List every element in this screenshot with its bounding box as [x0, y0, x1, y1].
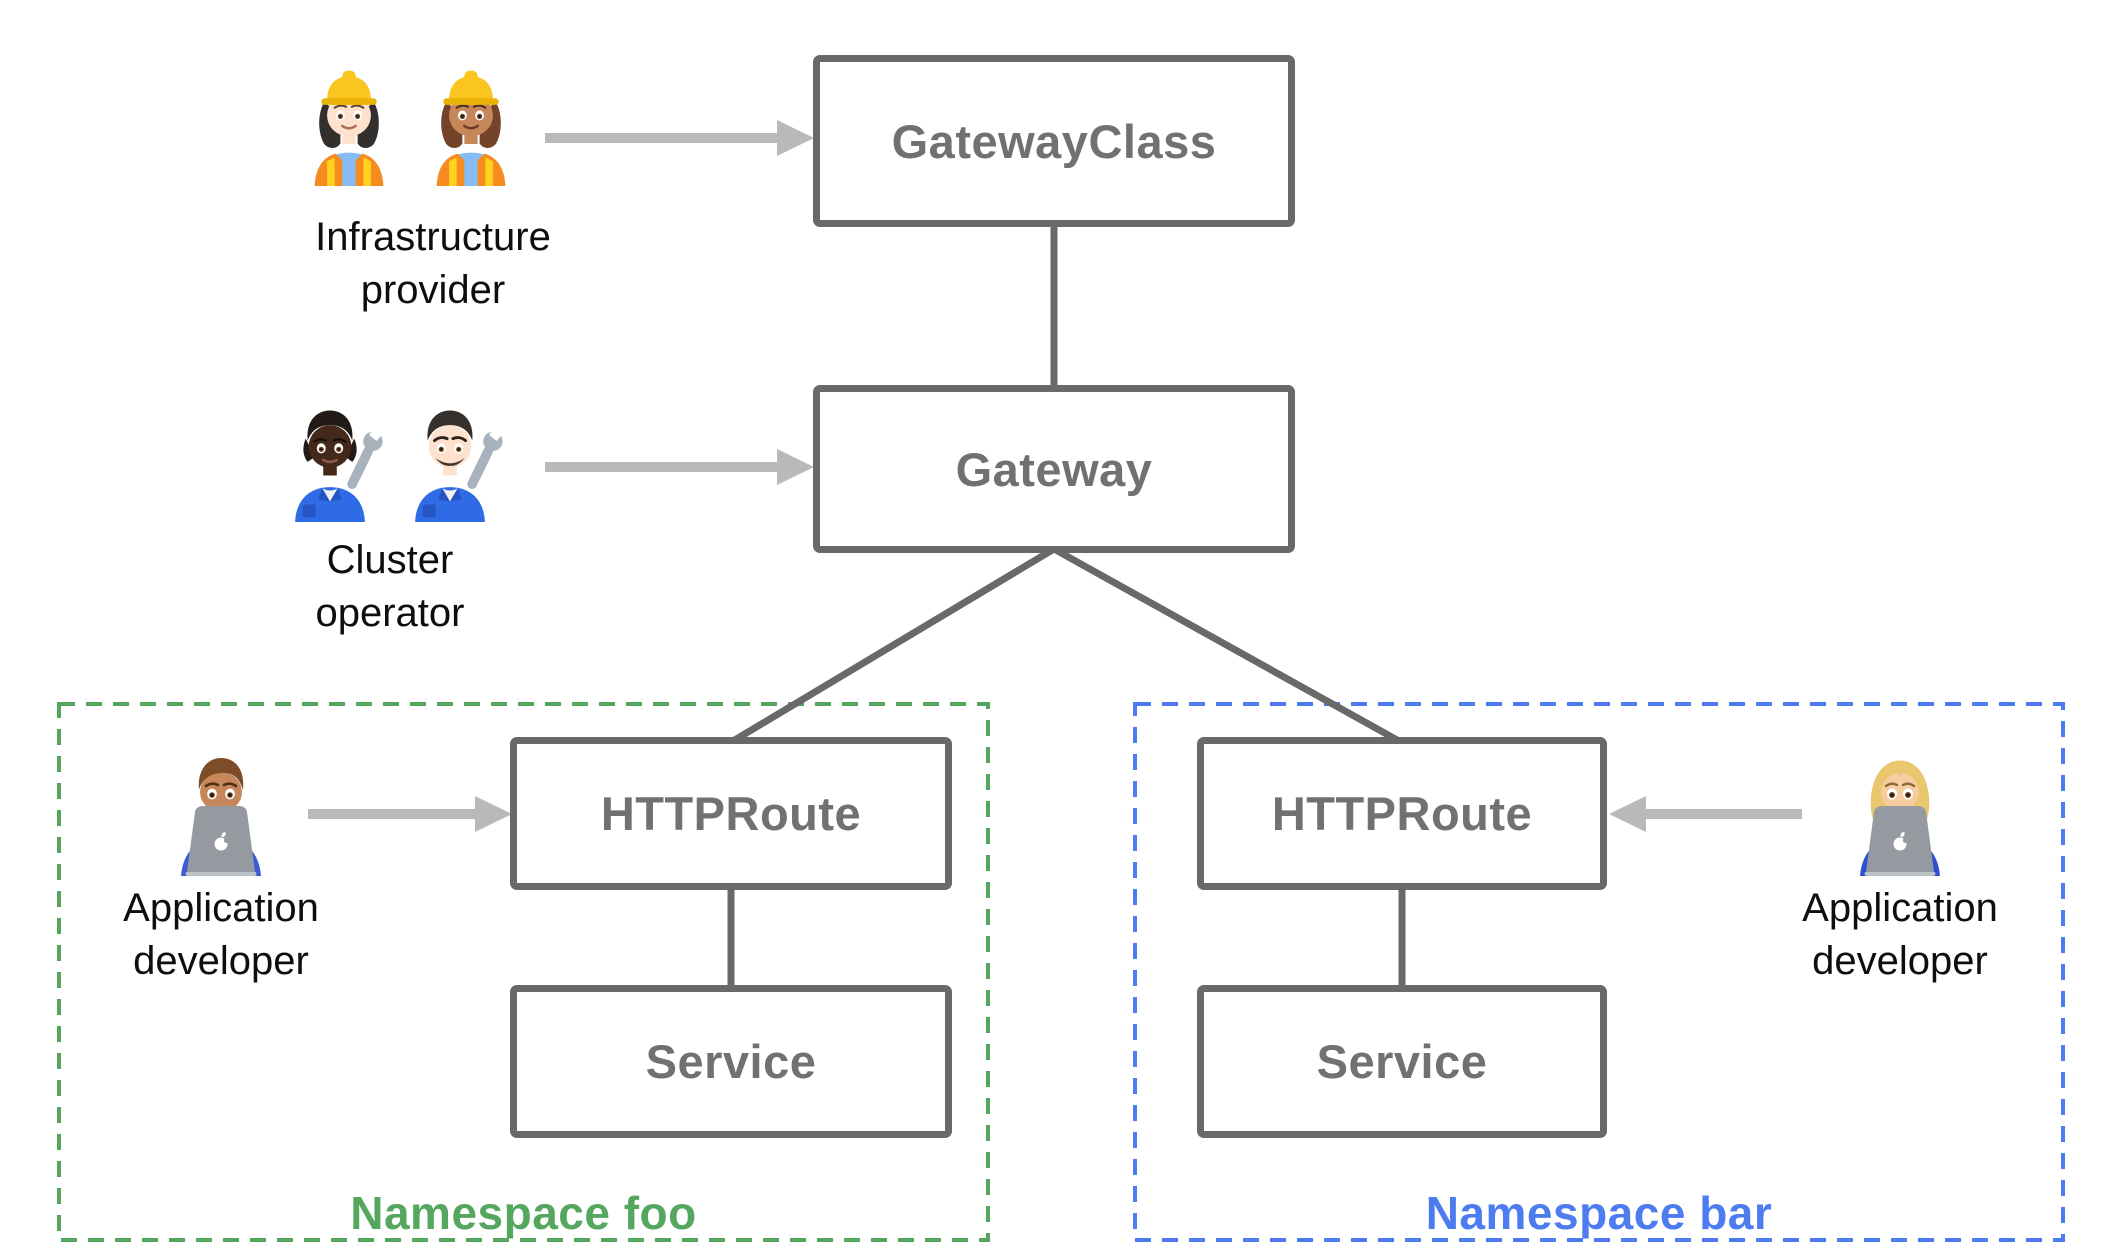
arrow-infrastructure-provider-head [777, 120, 814, 156]
woman-construction-worker-medium-emoji [415, 62, 527, 186]
node-gateway: Gateway [813, 385, 1295, 553]
infrastructure-provider-label-line1: Infrastructure [315, 215, 551, 259]
arrow-developer-bar-head [1609, 796, 1646, 832]
node-service-bar: Service [1197, 985, 1607, 1138]
infrastructure-provider-label-line2: provider [360, 268, 506, 312]
node-httproute-foo: HTTPRoute [510, 737, 952, 890]
application-developer-foo-label-line1: Application [123, 886, 319, 930]
connectors [727, 222, 1406, 989]
cluster-operator-label-line1: Cluster [326, 538, 454, 582]
apple-logo-icon [214, 832, 230, 851]
wrench-icon [347, 425, 385, 489]
node-gatewayclass: GatewayClass [813, 55, 1295, 227]
edge-gateway-httproute-bar [1052, 545, 1401, 745]
namespace-foo-label: Namespace foo [350, 1187, 697, 1239]
man-mechanic-light-skin-emoji [394, 396, 506, 522]
man-technologist-emoji [165, 746, 277, 876]
application-developer-foo-label-line2: developer [133, 939, 309, 983]
arrow-developer-foo-head [475, 796, 512, 832]
wrench-icon [467, 425, 505, 489]
node-service-foo: Service [510, 985, 952, 1138]
arrow-cluster-operator-head [777, 449, 814, 485]
infrastructure-provider-label: Infrastructure provider [233, 211, 633, 317]
woman-technologist-emoji [1844, 746, 1956, 876]
application-developer-foo-label: Application developer [21, 882, 421, 988]
namespace-foo-border [57, 702, 990, 1242]
application-developer-bar-label-line1: Application [1802, 886, 1998, 930]
cluster-operator-label: Cluster operator [190, 534, 590, 640]
mechanic-dark-skin-emoji [274, 396, 386, 522]
namespace-bar-border [1133, 702, 2065, 1242]
application-developer-bar-label-line2: developer [1812, 939, 1988, 983]
apple-logo-icon [1893, 832, 1909, 851]
node-httproute-bar: HTTPRoute [1197, 737, 1607, 890]
namespace-bar-label: Namespace bar [1425, 1187, 1773, 1239]
application-developer-bar-label: Application developer [1700, 882, 2100, 988]
edge-gateway-httproute-foo [731, 545, 1056, 745]
cluster-operator-label-line2: operator [315, 591, 465, 635]
woman-construction-worker-light-emoji [293, 62, 405, 186]
persona-arrows [308, 120, 1802, 832]
